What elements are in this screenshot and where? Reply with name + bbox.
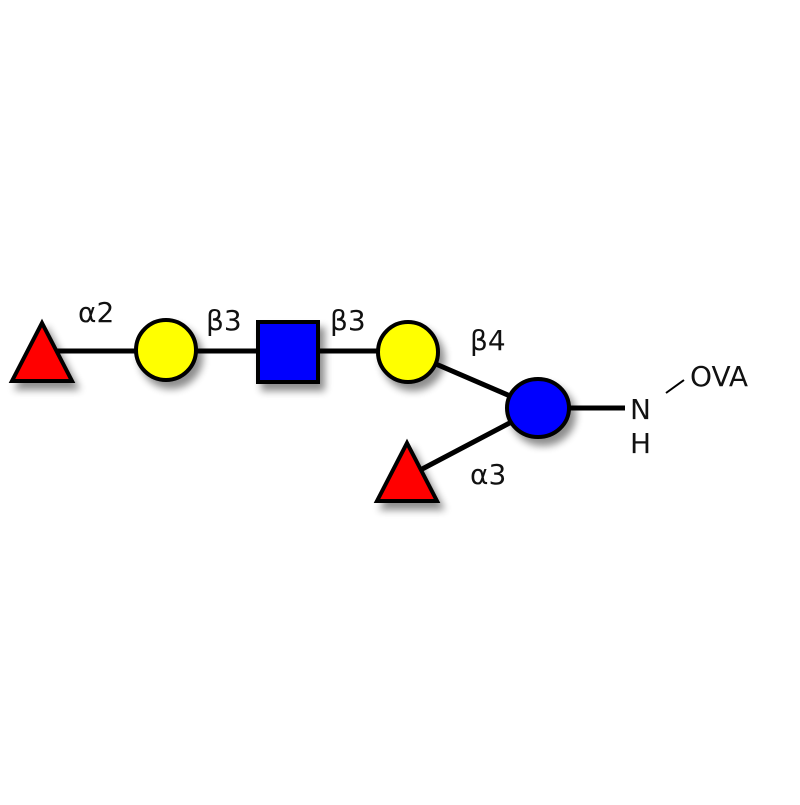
linkage-label: α3 <box>470 458 506 491</box>
galactose-circle <box>376 320 440 384</box>
carrier-label: OVA <box>690 360 748 393</box>
n-ova-bond <box>665 379 685 394</box>
linkage-label: β3 <box>206 304 242 337</box>
fucose-triangle <box>373 438 441 503</box>
linkage-label: β4 <box>470 324 506 357</box>
galactose-circle <box>134 318 198 382</box>
fucose-triangle <box>8 318 76 383</box>
linkage-label: β3 <box>330 304 366 337</box>
linkage-label: α2 <box>78 296 114 329</box>
nitrogen-label: N <box>630 393 651 426</box>
hydrogen-label: H <box>630 427 651 460</box>
glcnac-square <box>256 320 320 384</box>
glucose-circle <box>505 377 571 439</box>
